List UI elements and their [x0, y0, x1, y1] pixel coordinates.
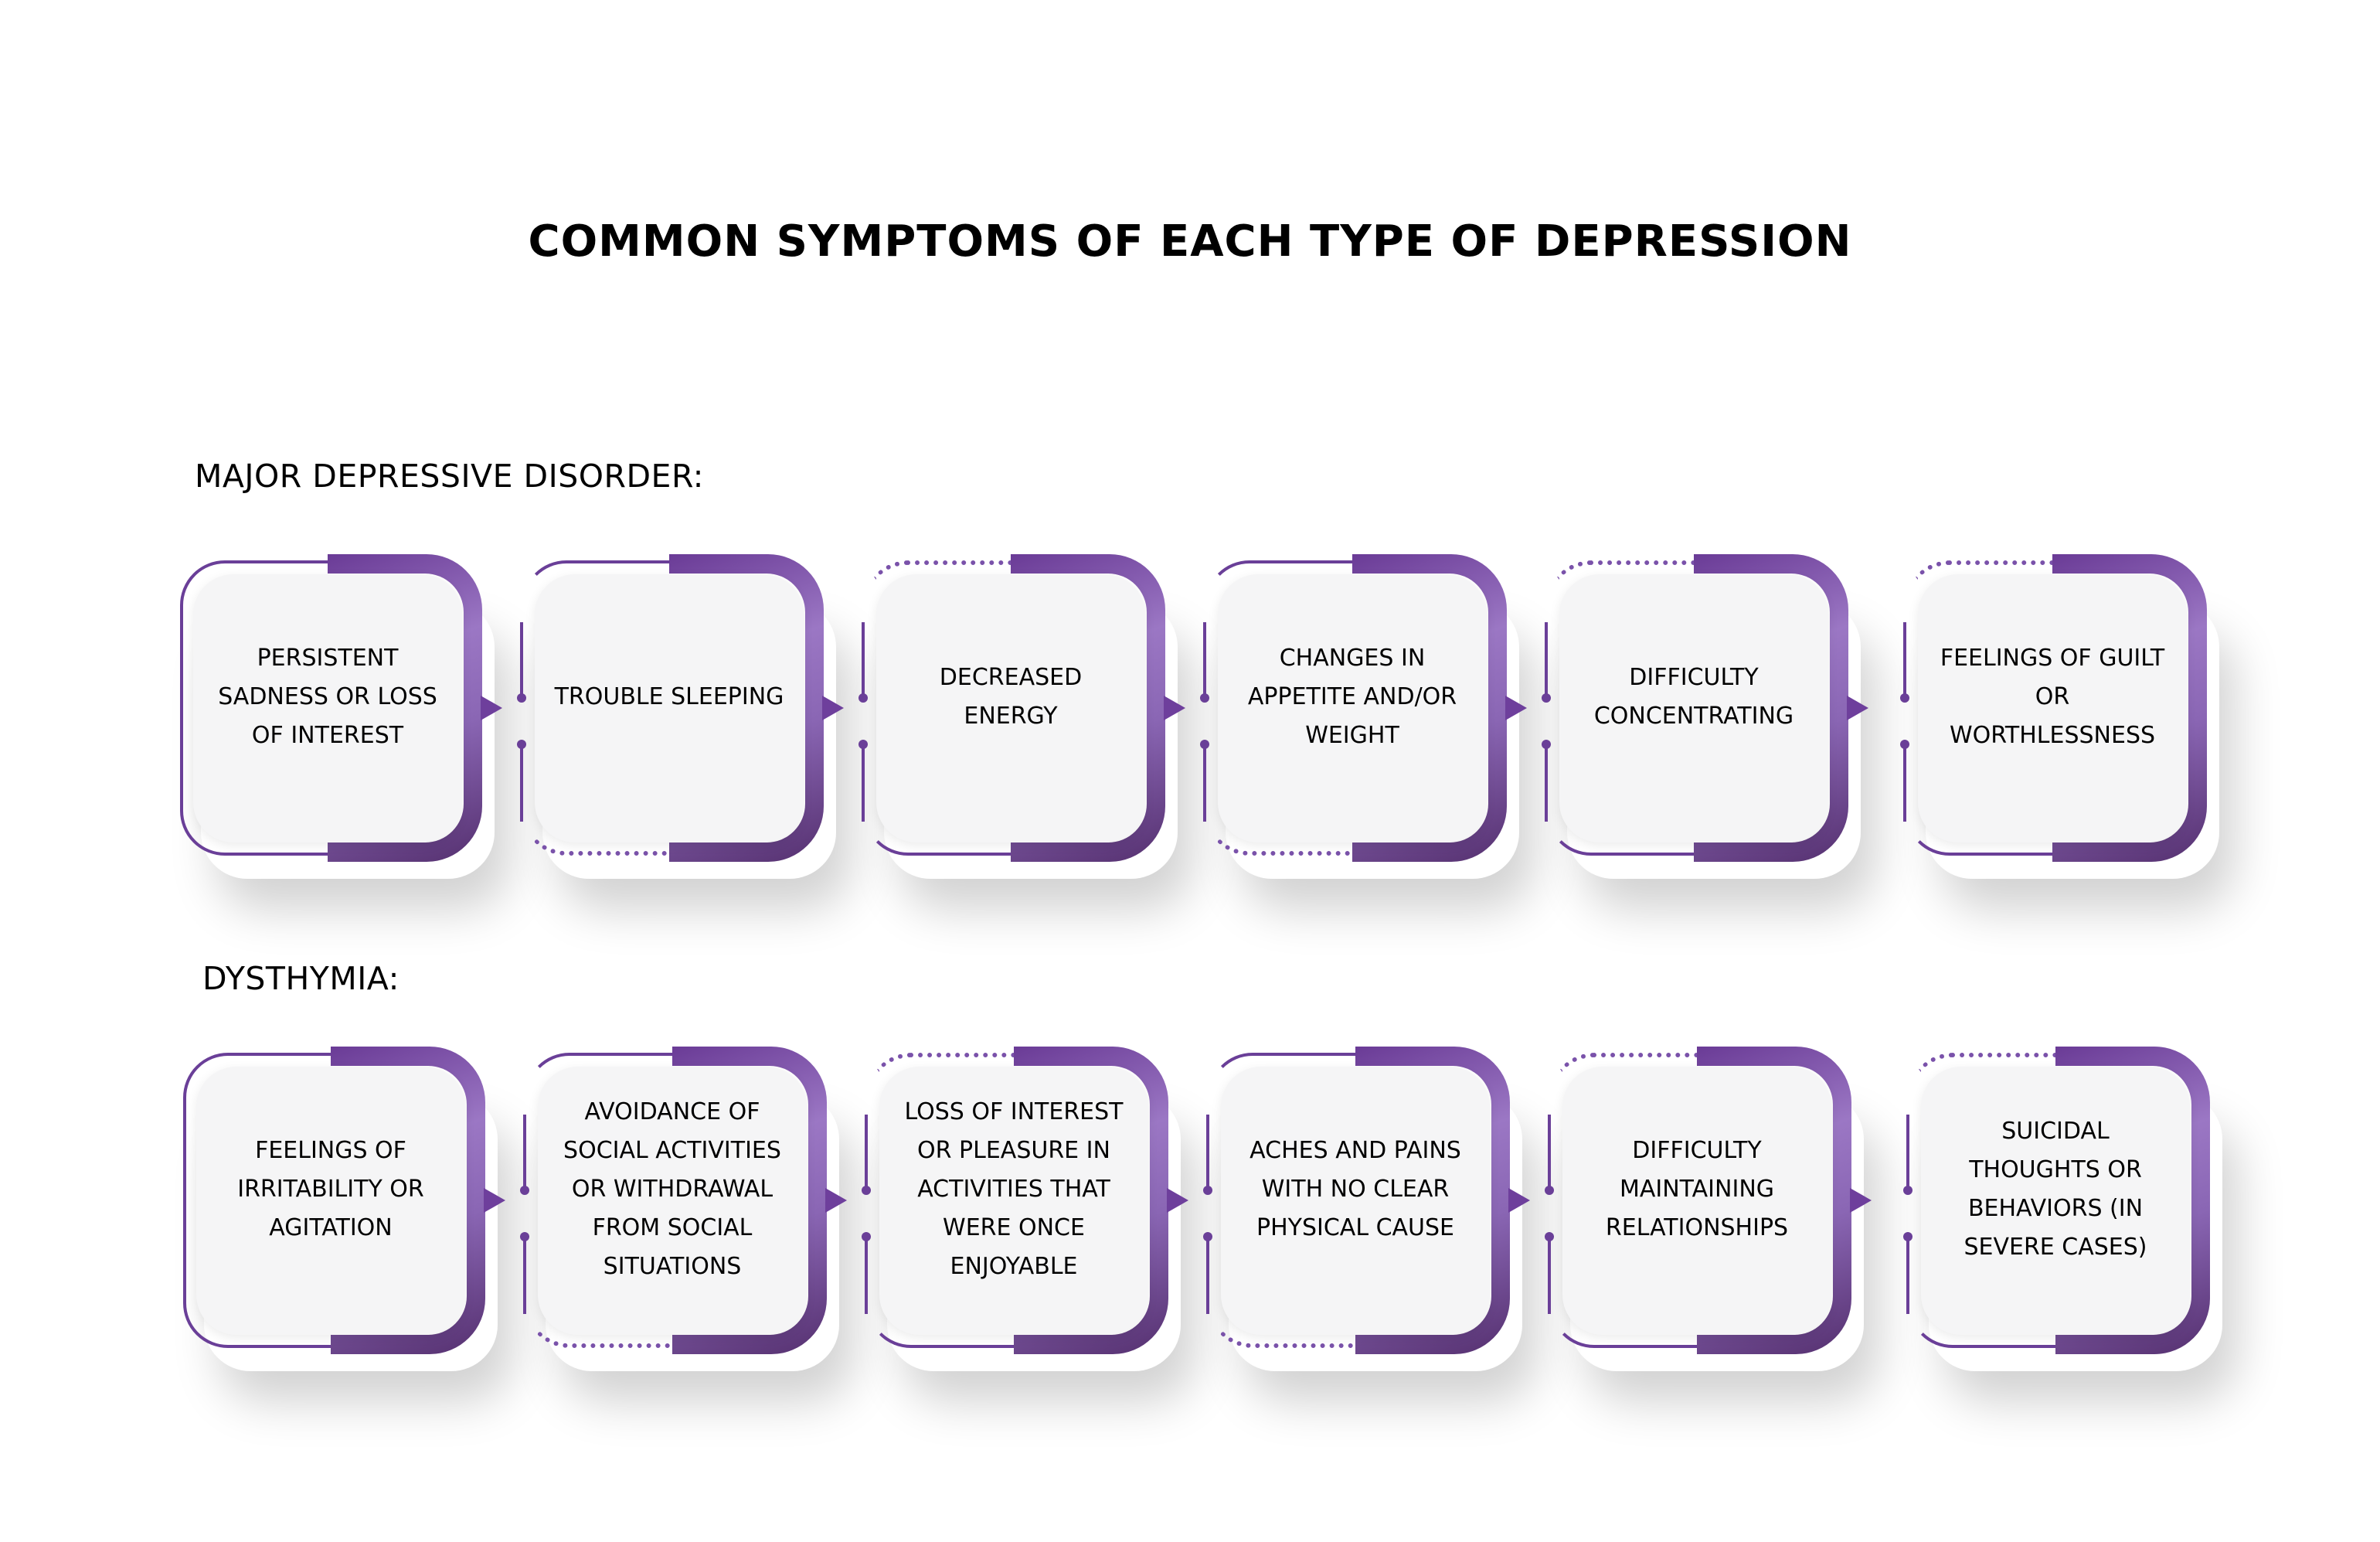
- symptom-text: PERSISTENT SADNESS OR LOSS OF INTEREST: [218, 644, 437, 749]
- arrow-right-icon: [1850, 1188, 1872, 1213]
- section-label-major-depressive-disorder: MAJOR DEPRESSIVE DISORDER:: [195, 458, 704, 495]
- connector-tick: [517, 740, 526, 822]
- connector-tick: [1903, 1115, 1912, 1195]
- arrow-right-icon: [1847, 696, 1868, 720]
- arrow-right-icon: [481, 696, 502, 720]
- symptom-card: FEELINGS OF IRRITABILITY OR AGITATION: [173, 1047, 505, 1371]
- connector-tick: [520, 1232, 529, 1314]
- major-depressive-disorder-flow: PERSISTENT SADNESS OR LOSS OF INTEREST T…: [0, 554, 2380, 879]
- symptom-card: ACHES AND PAINS WITH NO CLEAR PHYSICAL C…: [1198, 1047, 1530, 1371]
- arrow-right-icon: [1508, 1188, 1530, 1213]
- connector-tick: [1203, 1232, 1212, 1314]
- symptom-text: DIFFICULTY MAINTAINING RELATIONSHIPS: [1605, 1136, 1789, 1241]
- connector-tick: [858, 740, 868, 822]
- symptom-text: LOSS OF INTEREST OR PLEASURE IN ACTIVITI…: [904, 1098, 1124, 1280]
- connector-tick: [1203, 1115, 1212, 1195]
- symptom-text: FEELINGS OF GUILT OR WORTHLESSNESS: [1940, 644, 2165, 749]
- symptom-card: DIFFICULTY MAINTAINING RELATIONSHIPS: [1539, 1047, 1872, 1371]
- arrow-right-icon: [484, 1188, 505, 1213]
- symptom-text: SUICIDAL THOUGHTS OR BEHAVIORS (IN SEVER…: [1964, 1117, 2147, 1261]
- symptom-text: ACHES AND PAINS WITH NO CLEAR PHYSICAL C…: [1250, 1136, 1461, 1241]
- connector-tick: [862, 1232, 871, 1314]
- symptom-text: DIFFICULTY CONCENTRATING: [1593, 663, 1794, 730]
- connector-tick: [1900, 622, 1909, 703]
- symptom-card: CHANGES IN APPETITE AND/OR WEIGHT: [1195, 554, 1527, 879]
- connector-tick: [1545, 1232, 1554, 1314]
- symptom-card: TROUBLE SLEEPING: [512, 554, 844, 879]
- arrow-right-icon: [1164, 696, 1185, 720]
- connector-tick: [1903, 1232, 1912, 1314]
- symptom-card: DIFFICULTY CONCENTRATING: [1536, 554, 1868, 879]
- connector-tick: [1200, 740, 1209, 822]
- arrow-right-icon: [1505, 696, 1527, 720]
- arrow-right-icon: [1167, 1188, 1188, 1213]
- symptom-card: LOSS OF INTEREST OR PLEASURE IN ACTIVITI…: [856, 1047, 1188, 1371]
- symptom-text: DECREASED ENERGY: [939, 663, 1083, 730]
- arrow-right-icon: [822, 696, 844, 720]
- symptom-text: CHANGES IN APPETITE AND/OR WEIGHT: [1247, 644, 1457, 749]
- connector-tick: [517, 622, 526, 703]
- symptom-card: FEELINGS OF GUILT OR WORTHLESSNESS: [1895, 554, 2219, 879]
- connector-tick: [858, 622, 868, 703]
- symptom-text: FEELINGS OF IRRITABILITY OR AGITATION: [237, 1136, 424, 1241]
- connector-tick: [1900, 740, 1909, 822]
- connector-tick: [1545, 1115, 1554, 1195]
- connector-tick: [1542, 740, 1551, 822]
- section-label-dysthymia: DYSTHYMIA:: [202, 960, 400, 997]
- connector-tick: [520, 1115, 529, 1195]
- dysthymia-flow: FEELINGS OF IRRITABILITY OR AGITATION AV…: [0, 1047, 2380, 1371]
- connector-tick: [862, 1115, 871, 1195]
- symptom-card: DECREASED ENERGY: [853, 554, 1185, 879]
- page-title: COMMON SYMPTOMS OF EACH TYPE OF DEPRESSI…: [528, 216, 1852, 267]
- connector-tick: [1200, 622, 1209, 703]
- symptom-text: TROUBLE SLEEPING: [554, 682, 784, 710]
- arrow-right-icon: [825, 1188, 847, 1213]
- symptom-card: SUICIDAL THOUGHTS OR BEHAVIORS (IN SEVER…: [1898, 1047, 2222, 1371]
- symptom-text: AVOIDANCE OF SOCIAL ACTIVITIES OR WITHDR…: [563, 1098, 781, 1280]
- connector-tick: [1542, 622, 1551, 703]
- symptom-card: PERSISTENT SADNESS OR LOSS OF INTEREST: [170, 554, 502, 879]
- symptom-card: AVOIDANCE OF SOCIAL ACTIVITIES OR WITHDR…: [515, 1047, 847, 1371]
